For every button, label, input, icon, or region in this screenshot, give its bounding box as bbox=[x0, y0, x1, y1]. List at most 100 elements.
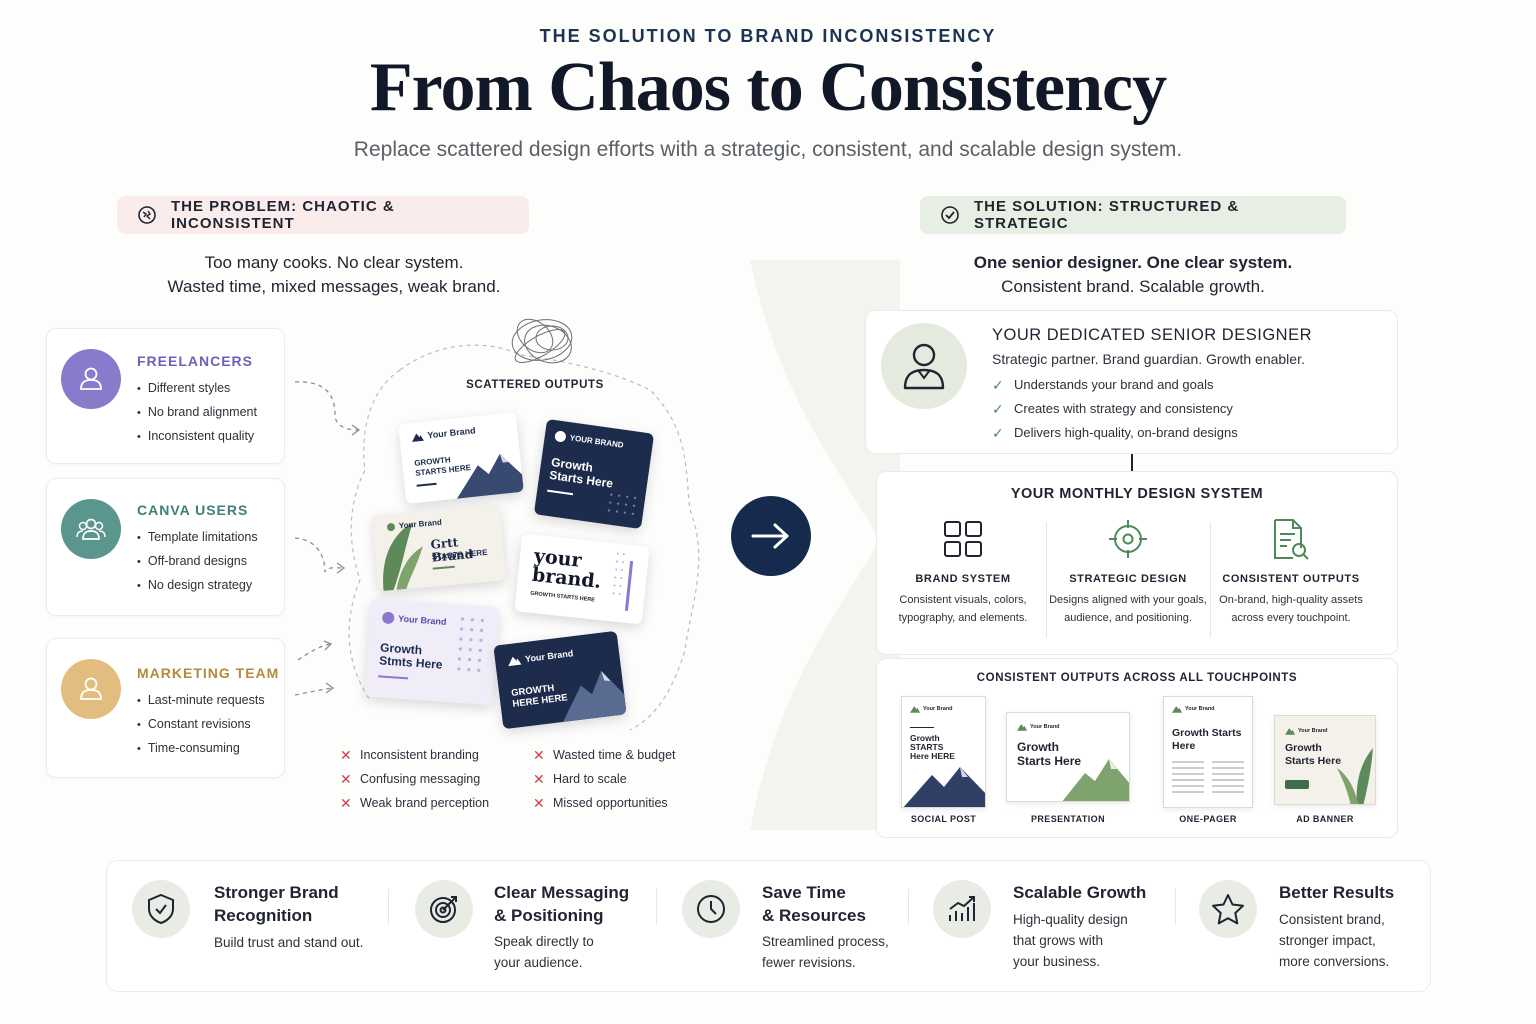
mockup-headline: Growth Starts Here bbox=[548, 455, 614, 491]
crosshair-icon bbox=[1048, 517, 1208, 561]
list-item: ✕Inconsistent branding bbox=[340, 743, 489, 767]
list-item: ✓Creates with strategy and consistency bbox=[992, 397, 1238, 421]
benefit-item: Save Time& Resources Streamlined process… bbox=[667, 861, 917, 993]
shield-check-icon bbox=[132, 880, 190, 938]
system-column: STRATEGIC DESIGN Designs aligned with yo… bbox=[1048, 517, 1208, 627]
mockup-headline: Growth Stmts Here bbox=[378, 640, 443, 672]
problem-pill-label: THE PROBLEM: CHAOTIC & INCONSISTENT bbox=[171, 198, 395, 232]
outputs-card: CONSISTENT OUTPUTS ACROSS ALL TOUCHPOINT… bbox=[876, 658, 1398, 838]
mockup-card: Your Brand Growth Stmts Here bbox=[364, 598, 500, 706]
list-item: Last-minute requests bbox=[137, 688, 265, 712]
check-icon: ✓ bbox=[992, 401, 1004, 417]
benefit-title: Scalable Growth bbox=[1013, 883, 1147, 902]
mockup-card: Your Brand GROWTH STARTS HERE bbox=[398, 412, 524, 504]
document-search-icon bbox=[1211, 517, 1371, 561]
list-item: ✕Weak brand perception bbox=[340, 791, 489, 815]
issues-list-right: ✕Wasted time & budget ✕Hard to scale ✕Mi… bbox=[533, 743, 676, 815]
output-headline: Growth Starts Here bbox=[1285, 742, 1342, 767]
x-icon: ✕ bbox=[533, 795, 545, 811]
outputs-title: CONSISTENT OUTPUTS ACROSS ALL TOUCHPOINT… bbox=[976, 672, 1298, 684]
output-headline: Growth STARTS Here HERE bbox=[910, 733, 955, 761]
problem-card-canva: CANVA USERS Template limitations Off-bra… bbox=[46, 478, 285, 616]
column-title: BRAND SYSTEM bbox=[915, 573, 1011, 585]
list-item: No brand alignment bbox=[137, 400, 257, 424]
column-title: STRATEGIC DESIGN bbox=[1069, 573, 1187, 585]
column-title: CONSISTENT OUTPUTS bbox=[1222, 573, 1360, 585]
list-item: ✕Hard to scale bbox=[533, 767, 676, 791]
mockup-brand: Your Brand bbox=[397, 613, 447, 627]
benefit-desc: Build trust and stand out. bbox=[214, 935, 364, 950]
benefit-item: Clear Messaging& Positioning Speak direc… bbox=[397, 861, 667, 993]
x-icon: ✕ bbox=[340, 747, 352, 763]
output-social-post: Your Brand Growth STARTS Here HERE bbox=[901, 696, 986, 808]
designer-subtitle: Strategic partner. Brand guardian. Growt… bbox=[992, 351, 1305, 367]
card-title: FREELANCERS bbox=[137, 353, 254, 369]
mountain-logo-icon bbox=[412, 433, 424, 443]
output-label: SOCIAL POST bbox=[910, 814, 977, 824]
list-item: ✓Delivers high-quality, on-brand designs bbox=[992, 421, 1238, 445]
clock-icon bbox=[682, 880, 740, 938]
list-item: Constant revisions bbox=[137, 712, 265, 736]
group-icon bbox=[61, 499, 121, 559]
problem-intro-line1: Too many cooks. No clear system. bbox=[204, 253, 464, 272]
output-label: PRESENTATION bbox=[1031, 814, 1105, 824]
arrow-right-icon bbox=[731, 496, 811, 576]
person-icon bbox=[61, 349, 121, 409]
output-label: ONE-PAGER bbox=[1179, 814, 1237, 824]
output-headline: Growth Starts Here bbox=[1172, 727, 1242, 752]
eyebrow: THE SOLUTION TO BRAND INCONSISTENCY bbox=[539, 26, 997, 46]
problem-card-marketing: MARKETING TEAM Last-minute requests Cons… bbox=[46, 638, 285, 778]
column-desc: On-brand, high-quality assets across eve… bbox=[1219, 594, 1363, 624]
problem-pill: THE PROBLEM: CHAOTIC & INCONSISTENT bbox=[117, 196, 529, 234]
x-icon: ✕ bbox=[533, 771, 545, 787]
output-one-pager: Your Brand Growth Starts Here bbox=[1163, 696, 1253, 808]
scatter-cloud-outline bbox=[294, 318, 700, 731]
list-item: Time-consuming bbox=[137, 736, 265, 760]
output-headline: Growth Starts Here bbox=[1017, 740, 1082, 768]
solution-intro: One senior designer. One clear system. C… bbox=[935, 251, 1331, 299]
chart-growth-icon bbox=[933, 880, 991, 938]
page-subtitle: Replace scattered design efforts with a … bbox=[353, 138, 1183, 161]
list-item: No design strategy bbox=[137, 573, 258, 597]
card-title: CANVA USERS bbox=[137, 502, 249, 518]
problem-card-freelancers: FREELANCERS Different styles No brand al… bbox=[46, 328, 285, 464]
output-brand: Your Brand bbox=[1298, 728, 1328, 734]
list-item: ✕Missed opportunities bbox=[533, 791, 676, 815]
problem-intro-line2: Wasted time, mixed messages, weak brand. bbox=[167, 277, 501, 296]
check-icon: ✓ bbox=[992, 425, 1004, 441]
benefit-desc: Consistent brand,stronger impact,more co… bbox=[1279, 912, 1390, 969]
list-item: Template limitations bbox=[137, 525, 258, 549]
designer-title: YOUR DEDICATED SENIOR DESIGNER bbox=[992, 326, 1312, 344]
list-item: Different styles bbox=[137, 376, 257, 400]
output-presentation: Your Brand Growth Starts Here bbox=[1006, 712, 1130, 802]
solution-pill: THE SOLUTION: STRUCTURED & STRATEGIC bbox=[920, 196, 1346, 234]
mockup-card: YOUR BRAND Growth Starts Here bbox=[533, 418, 655, 530]
output-brand: Your Brand bbox=[1185, 706, 1215, 712]
output-brand: Your Brand bbox=[1030, 724, 1060, 730]
mockup-brand: YOUR BRAND bbox=[569, 433, 625, 450]
output-cta bbox=[1285, 780, 1309, 789]
system-title: YOUR MONTHLY DESIGN SYSTEM bbox=[1010, 486, 1264, 502]
benefit-title: Better Results bbox=[1279, 883, 1395, 902]
solution-pill-label: THE SOLUTION: STRUCTURED & STRATEGIC bbox=[974, 198, 1240, 232]
mockup-card: Your Brand Grtt Brand STARTS HERE bbox=[371, 504, 507, 592]
mockup-headline: your brand. bbox=[531, 544, 603, 593]
list-item: ✕Wasted time & budget bbox=[533, 743, 676, 767]
x-icon: ✕ bbox=[340, 795, 352, 811]
benefit-desc: Streamlined process,fewer revisions. bbox=[762, 934, 889, 970]
solution-intro-line2: Consistent brand. Scalable growth. bbox=[1001, 277, 1265, 296]
mockup-card: Your Brand GROWTH HERE HERE bbox=[493, 630, 627, 730]
mockup-subline: GROWTH STARTS HERE bbox=[529, 590, 596, 604]
system-column: BRAND SYSTEM Consistent visuals, colors,… bbox=[883, 517, 1043, 627]
check-circle-icon bbox=[941, 206, 959, 224]
list-item: ✕Confusing messaging bbox=[340, 767, 489, 791]
page-title: From Chaos to Consistency bbox=[369, 49, 1167, 126]
connector-line bbox=[1131, 454, 1133, 471]
person-icon bbox=[881, 323, 967, 409]
scatter-label: SCATTERED OUTPUTS bbox=[466, 379, 604, 391]
system-column: CONSISTENT OUTPUTS On-brand, high-qualit… bbox=[1211, 517, 1371, 627]
